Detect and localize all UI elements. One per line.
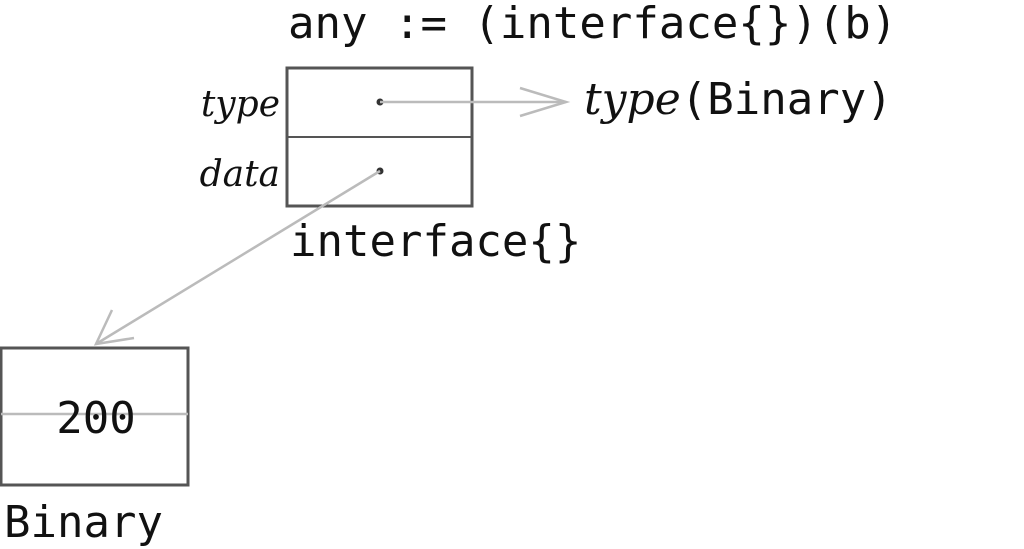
data-field-label: data bbox=[200, 154, 280, 195]
type-target-label: type(Binary) bbox=[584, 74, 893, 125]
type-target-rest: (Binary) bbox=[681, 74, 893, 125]
data-arrow-head bbox=[93, 309, 135, 346]
code-statement: any := (interface{})(b) bbox=[288, 0, 897, 49]
value-caption: Binary bbox=[4, 497, 163, 548]
value-box bbox=[0, 346, 190, 487]
value-text: 200 bbox=[56, 393, 135, 444]
type-arrow-head bbox=[519, 86, 571, 118]
data-arrow-line bbox=[95, 169, 381, 346]
type-field-label: type bbox=[201, 84, 280, 125]
type-target-italic: type bbox=[584, 74, 681, 125]
interface-caption: interface{} bbox=[290, 216, 581, 267]
